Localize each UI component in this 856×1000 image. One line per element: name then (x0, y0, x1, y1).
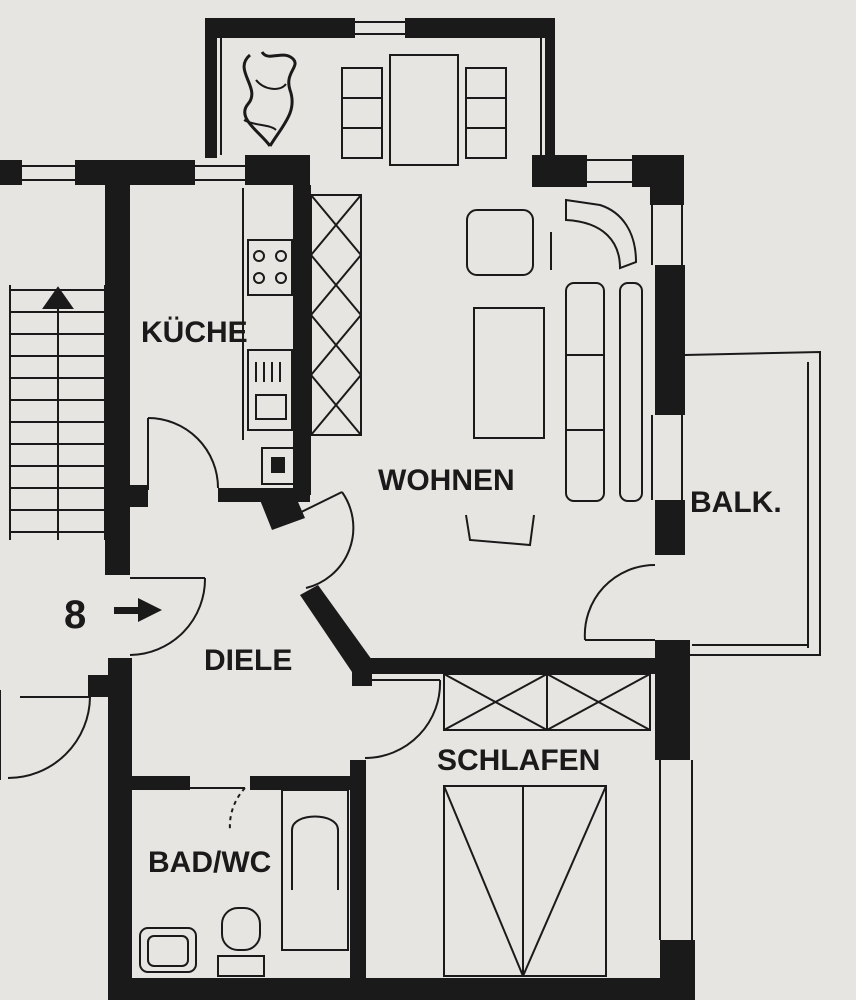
bedroom-furniture (443, 673, 651, 977)
room-label-bedroom: SCHLAFEN (437, 744, 600, 777)
dining-area (242, 51, 507, 166)
right-arrow-icon (114, 598, 162, 622)
balcony (684, 350, 821, 656)
room-label-living: WOHNEN (378, 464, 515, 497)
living-furniture (465, 198, 643, 547)
room-label-kitchen: KÜCHE (141, 316, 248, 349)
room-label-bath: BAD/WC (148, 846, 271, 879)
windows (0, 21, 693, 940)
entrance-number: 8 (64, 593, 86, 637)
room-label-hall: DIELE (204, 644, 292, 677)
kitchen-fixtures (242, 188, 362, 485)
staircase (9, 285, 106, 540)
doors (7, 417, 656, 831)
room-label-balcony: BALK. (690, 486, 782, 519)
bathroom-fixtures (139, 789, 349, 977)
walls (0, 18, 695, 1000)
